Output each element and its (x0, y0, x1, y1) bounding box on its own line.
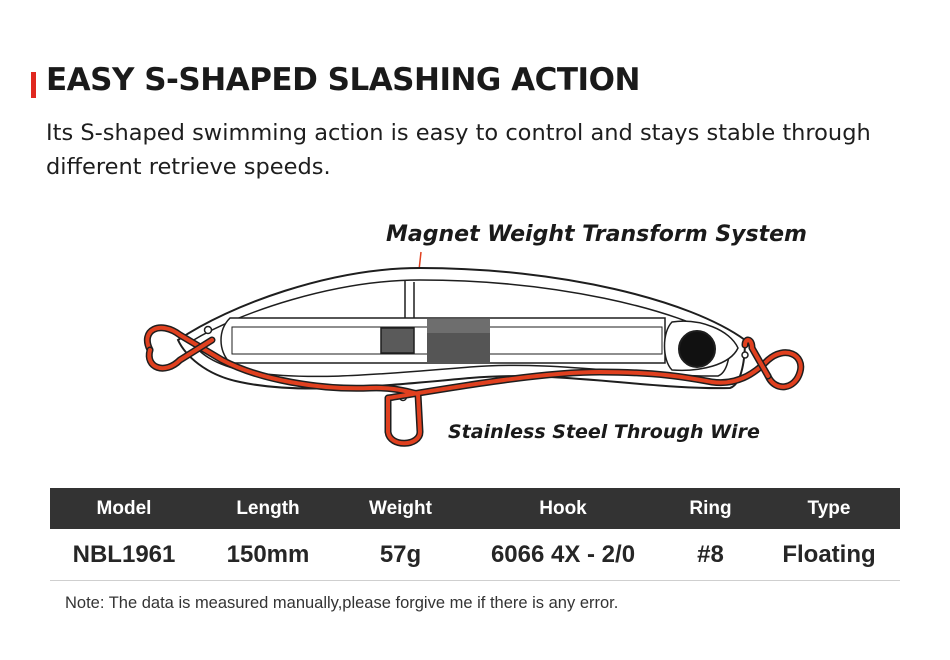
cell-type: Floating (758, 529, 900, 581)
header-model: Model (50, 488, 198, 529)
lure-diagram: Magnet Weight Transform System Stainless… (143, 222, 807, 447)
magnet-block (380, 327, 415, 354)
spec-header-row: Model Length Weight Hook Ring Type (50, 488, 900, 529)
cell-model: NBL1961 (50, 529, 198, 581)
magnet-label: Magnet Weight Transform System (386, 222, 807, 247)
table-row: NBL1961 150mm 57g 6066 4X - 2/0 #8 Float… (50, 529, 900, 581)
cell-length: 150mm (198, 529, 338, 581)
rattle-ball (678, 330, 716, 368)
title-accent-bar (31, 72, 36, 98)
rear-eye-loop-color (743, 338, 770, 378)
header-length: Length (198, 488, 338, 529)
cell-hook: 6066 4X - 2/0 (463, 529, 663, 581)
section-description: Its S-shaped swimming action is easy to … (46, 120, 871, 180)
cell-ring: #8 (663, 529, 758, 581)
wire-label: Stainless Steel Through Wire (448, 421, 760, 443)
tail-hook-hole (741, 351, 749, 359)
spec-table: Model Length Weight Hook Ring Type NBL19… (50, 488, 900, 581)
weight-highlight (427, 319, 490, 333)
cell-weight: 57g (338, 529, 463, 581)
header-type: Type (758, 488, 900, 529)
disclaimer-note: Note: The data is measured manually,plea… (65, 594, 619, 612)
section-title: EASY S-SHAPED SLASHING ACTION (46, 62, 640, 98)
front-eye-loop-color (147, 338, 214, 371)
header-ring: Ring (663, 488, 758, 529)
header-hook: Hook (463, 488, 663, 529)
line-tie-hole (203, 325, 213, 335)
through-wire-color (145, 325, 803, 446)
header-weight: Weight (338, 488, 463, 529)
lure-body-inner-outline (191, 279, 731, 378)
